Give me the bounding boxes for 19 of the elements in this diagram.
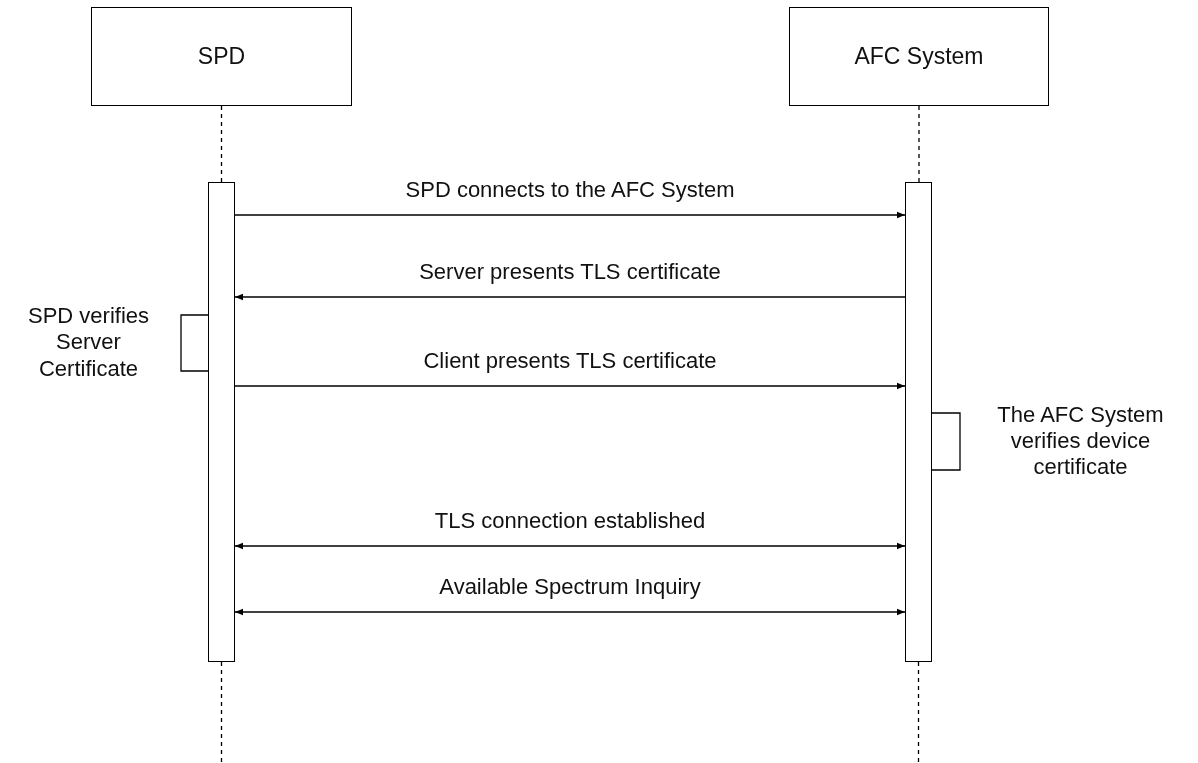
message-arrow [234,382,906,390]
self-message-label: SPD verifies Server Certificate [26,303,150,383]
activation-bar [905,182,932,662]
message-arrow [234,608,906,616]
participant-box [789,7,1049,106]
lifeline [917,661,920,763]
self-message-bracket [931,412,961,471]
lifeline [918,105,920,183]
self-message-bracket [180,314,209,372]
self-message-label: The AFC System verifies device certificate [996,401,1165,482]
participant-label: AFC System [854,43,984,70]
participant-label: SPD [197,43,246,70]
message-arrow [234,211,906,219]
lifeline [220,661,223,763]
lifeline [220,105,223,183]
message-arrow [234,293,906,301]
participant-box [91,7,352,106]
message-arrow [234,542,906,550]
activation-bar [208,182,235,662]
